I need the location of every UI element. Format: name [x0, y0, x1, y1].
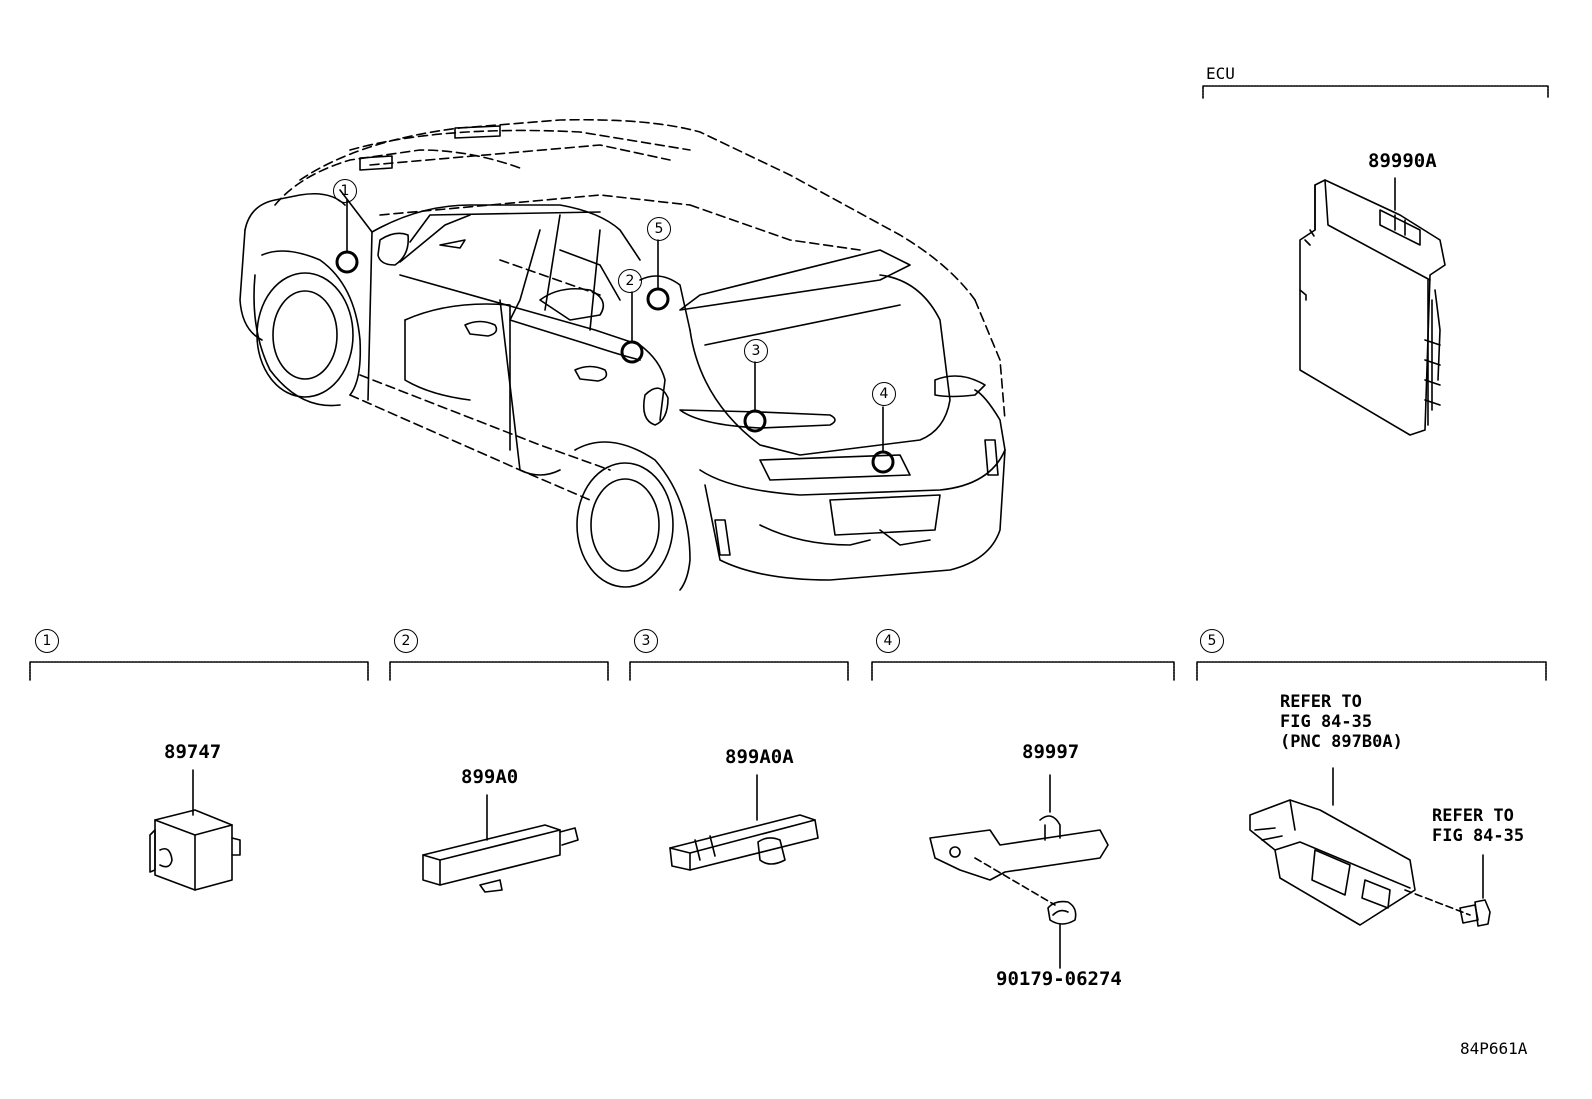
ecu-header: ECU	[1206, 64, 1235, 83]
part-number-clip: 90179-06274	[996, 968, 1122, 990]
part-number-ecu: 89990A	[1368, 150, 1437, 172]
bracket-drawing	[929, 774, 1109, 906]
refer-note-bolt: REFER TO FIG 84-35	[1432, 806, 1525, 846]
callout-markers	[335, 199, 895, 474]
section-3-number: 3	[634, 629, 658, 653]
part-number-bracket: 89997	[1022, 741, 1080, 763]
module-drawing	[1249, 767, 1471, 926]
vehicle-outline-drawing	[239, 118, 1006, 591]
section-4-number: 4	[876, 629, 900, 653]
clip-drawing	[1047, 900, 1077, 969]
part-number-antenna: 899A0	[461, 766, 519, 788]
sensor-drawing	[149, 769, 241, 891]
callout-4-vehicle: 4	[872, 382, 896, 406]
antenna-module-drawing-2	[669, 774, 819, 871]
section-1-number: 1	[35, 629, 59, 653]
ecu-module-drawing	[1299, 177, 1446, 436]
figure-id: 84P661A	[1460, 1039, 1528, 1058]
callout-2-vehicle: 2	[618, 269, 642, 293]
section-5-number: 5	[1200, 629, 1224, 653]
refer-note-module: REFER TO FIG 84-35 (PNC 897B0A)	[1280, 692, 1403, 752]
part-number-antenna-2: 899A0A	[725, 746, 794, 768]
callout-5-vehicle: 5	[647, 217, 671, 241]
part-number-sensor: 89747	[164, 741, 222, 763]
section-brackets	[29, 661, 1547, 681]
ecu-bracket	[1202, 85, 1549, 99]
callout-3-vehicle: 3	[744, 339, 768, 363]
callout-1-vehicle: 1	[333, 179, 357, 203]
antenna-module-drawing	[422, 794, 579, 893]
section-2-number: 2	[394, 629, 418, 653]
bolt-drawing	[1459, 854, 1491, 927]
